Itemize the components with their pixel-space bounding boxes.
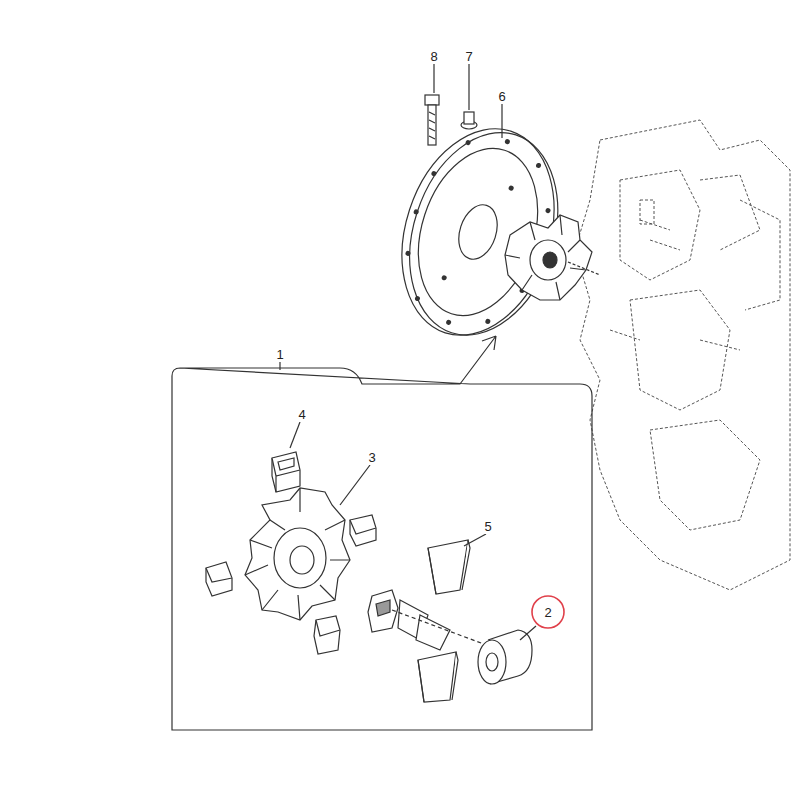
callout-number: 7 [463, 49, 474, 64]
callout-number: 2 [544, 606, 551, 619]
callout-number: 1 [274, 347, 285, 362]
callout-number: 6 [496, 89, 507, 104]
callout-number: 5 [482, 519, 493, 534]
callout-number: 8 [428, 49, 439, 64]
highlight-circle: 2 [530, 594, 566, 630]
callout-number: 3 [366, 450, 377, 465]
callout-number: 4 [296, 407, 307, 422]
